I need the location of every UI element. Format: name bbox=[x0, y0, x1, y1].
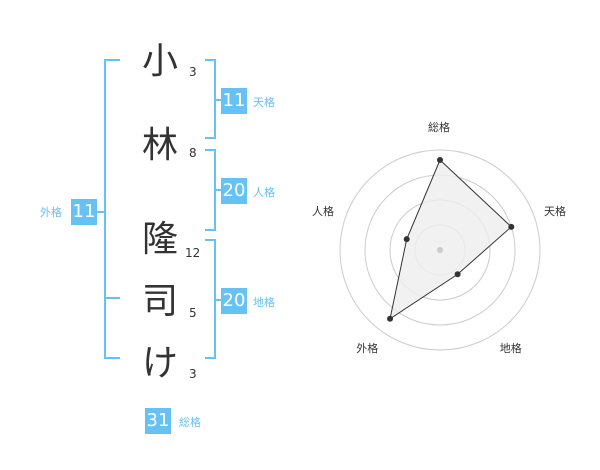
stroke-count-3: 12 bbox=[185, 246, 201, 260]
gaikaku-label: 外格 bbox=[40, 206, 62, 219]
stroke-count-4: 5 bbox=[189, 306, 197, 320]
name-char-1: 小 bbox=[141, 41, 178, 82]
tenkaku-badge: 11 bbox=[221, 88, 247, 114]
name-char-2: 林 bbox=[141, 125, 178, 166]
radar-point-3 bbox=[454, 271, 461, 278]
radar-ring bbox=[339, 149, 541, 351]
gaikaku-bracket bbox=[104, 59, 120, 359]
stroke-count-2: 8 bbox=[189, 146, 197, 160]
radar-point-5 bbox=[403, 236, 410, 243]
stroke-count-1: 3 bbox=[189, 65, 197, 79]
name-char-4: 司 bbox=[141, 281, 178, 322]
radar-axis-label-4: 外格 bbox=[356, 341, 379, 355]
chikaku-label: 地格 bbox=[253, 296, 275, 309]
name-char-5: け bbox=[141, 343, 178, 384]
radar-polygon bbox=[389, 159, 513, 320]
name-char-3: 隆 bbox=[141, 219, 178, 260]
stroke-count-5: 3 bbox=[189, 367, 197, 381]
chikaku-badge: 20 bbox=[221, 288, 247, 314]
radar-axis-label-1: 総格 bbox=[428, 121, 450, 134]
radar-axis-label-2: 天格 bbox=[544, 205, 567, 219]
radar-point-2 bbox=[508, 223, 515, 230]
tenkaku-label: 天格 bbox=[253, 96, 275, 109]
jinkaku-badge: 20 bbox=[221, 178, 247, 204]
jinkaku-label: 人格 bbox=[253, 186, 275, 199]
soukaku-badge: 31 bbox=[145, 408, 171, 434]
radar-point-4 bbox=[387, 315, 394, 322]
radar-point-1 bbox=[437, 157, 443, 163]
gaikaku-badge: 11 bbox=[71, 199, 97, 225]
radar-center-dot bbox=[437, 247, 443, 253]
radar-axis-label-5: 人格 bbox=[311, 205, 334, 219]
radar-axis-label-3: 地格 bbox=[499, 341, 522, 355]
soukaku-label: 総格 bbox=[179, 416, 201, 429]
